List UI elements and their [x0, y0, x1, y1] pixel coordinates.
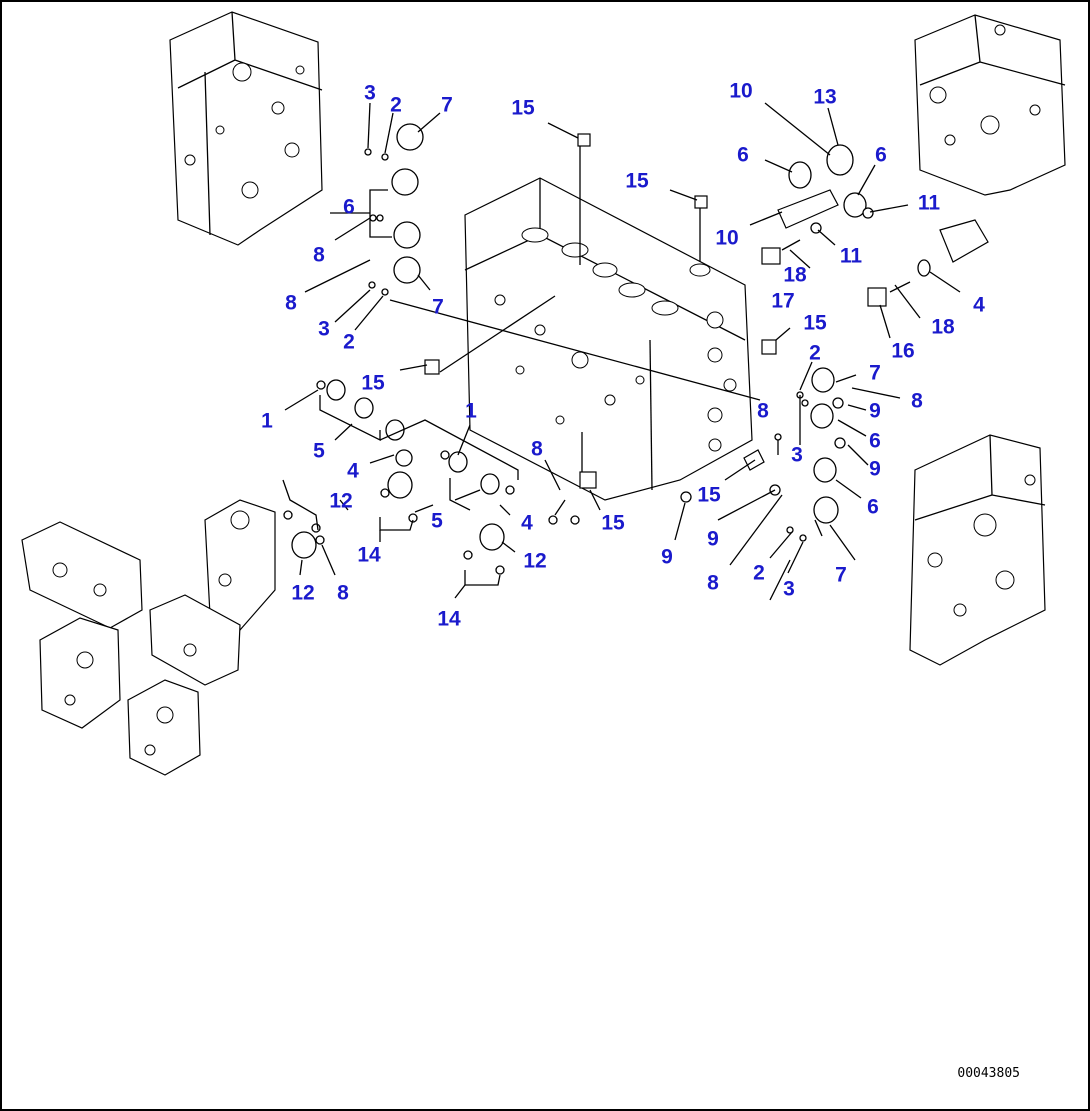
callout-label: 7 [441, 93, 453, 117]
callout-label: 15 [511, 96, 535, 120]
reference-view-right [909, 434, 1046, 666]
callout-label: 7 [835, 563, 847, 587]
callout-label: 8 [707, 571, 719, 595]
callout-label: 8 [531, 437, 543, 461]
reference-view-top-left [169, 11, 323, 246]
callout-label: 6 [867, 495, 879, 519]
callout-label: 14 [437, 607, 461, 631]
main-valve-block [464, 177, 753, 501]
callout-label: 6 [869, 429, 881, 453]
callout-label: 6 [875, 143, 887, 167]
callout-label: 2 [753, 561, 765, 585]
callout-label: 8 [911, 389, 923, 413]
callout-label: 4 [521, 511, 533, 535]
callout-label: 6 [737, 143, 749, 167]
callout-label: 16 [891, 339, 915, 363]
callout-label: 10 [715, 226, 739, 250]
callout-label: 15 [697, 483, 721, 507]
leader-lines [282, 102, 961, 601]
small-parts [283, 123, 989, 575]
callout-label: 1 [465, 399, 477, 423]
callout-label: 3 [783, 577, 795, 601]
callout-label: 2 [809, 341, 821, 365]
callout-label: 4 [347, 459, 359, 483]
callout-label: 18 [931, 315, 955, 339]
callout-label: 9 [869, 399, 881, 423]
callout-label: 5 [431, 509, 443, 533]
callout-label: 15 [625, 169, 649, 193]
callout-label: 10 [729, 79, 753, 103]
callout-label: 12 [329, 489, 353, 513]
callout-label: 12 [523, 549, 547, 573]
callout-label: 8 [337, 581, 349, 605]
callout-label: 3 [364, 81, 376, 105]
callout-label: 15 [361, 371, 385, 395]
callout-label: 3 [791, 443, 803, 467]
callout-label: 14 [357, 543, 381, 567]
drawing-code: 00043805 [957, 1066, 1020, 1081]
callout-label: 13 [813, 85, 837, 109]
callout-label: 8 [757, 399, 769, 423]
reference-views-lower-left [21, 499, 276, 776]
callout-label: 2 [390, 93, 402, 117]
callout-label: 8 [313, 243, 325, 267]
callout-label: 3 [318, 317, 330, 341]
callout-label: 17 [771, 289, 795, 313]
reference-view-top-right [914, 14, 1066, 196]
callout-label: 4 [973, 293, 985, 317]
callout-label: 6 [343, 195, 355, 219]
callout-label: 7 [869, 361, 881, 385]
callout-label: 9 [661, 545, 673, 569]
callout-label: 15 [803, 311, 827, 335]
callout-label: 2 [343, 330, 355, 354]
callout-label: 9 [707, 527, 719, 551]
callout-label: 12 [291, 581, 315, 605]
callout-label: 11 [917, 191, 941, 215]
callout-label: 18 [783, 263, 807, 287]
callout-label: 9 [869, 457, 881, 481]
callout-label: 15 [601, 511, 625, 535]
callout-label: 1 [261, 409, 273, 433]
callout-label: 5 [313, 439, 325, 463]
callout-label: 8 [285, 291, 297, 315]
callout-label: 11 [839, 244, 863, 268]
callout-label: 7 [432, 295, 444, 319]
